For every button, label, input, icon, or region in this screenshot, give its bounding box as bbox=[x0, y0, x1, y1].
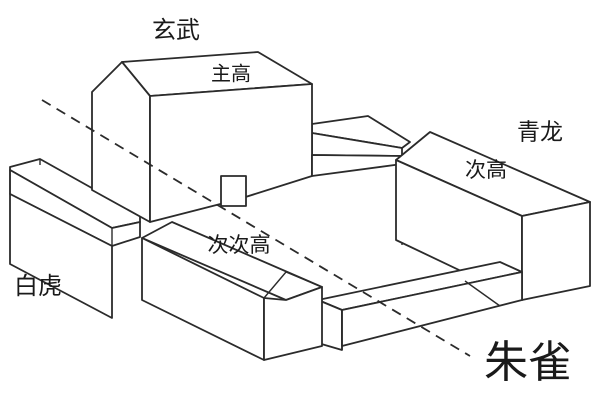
label-west: 白虎 bbox=[14, 272, 62, 300]
back-wall bbox=[311, 115, 411, 157]
main-house-door bbox=[220, 175, 247, 207]
middle-house bbox=[141, 221, 323, 361]
label-main-house: 主高 bbox=[211, 62, 251, 86]
label-north: 玄武 bbox=[152, 16, 200, 44]
label-east-house: 次高 bbox=[465, 158, 507, 182]
label-east: 青龙 bbox=[517, 120, 563, 146]
label-south: 朱雀 bbox=[484, 337, 572, 388]
label-middle-house: 次次高 bbox=[208, 233, 271, 257]
central-axis-line bbox=[41, 99, 471, 357]
front-wall bbox=[317, 261, 523, 351]
main-house bbox=[91, 51, 313, 223]
right-wall bbox=[311, 154, 403, 245]
left-wall bbox=[9, 158, 141, 319]
